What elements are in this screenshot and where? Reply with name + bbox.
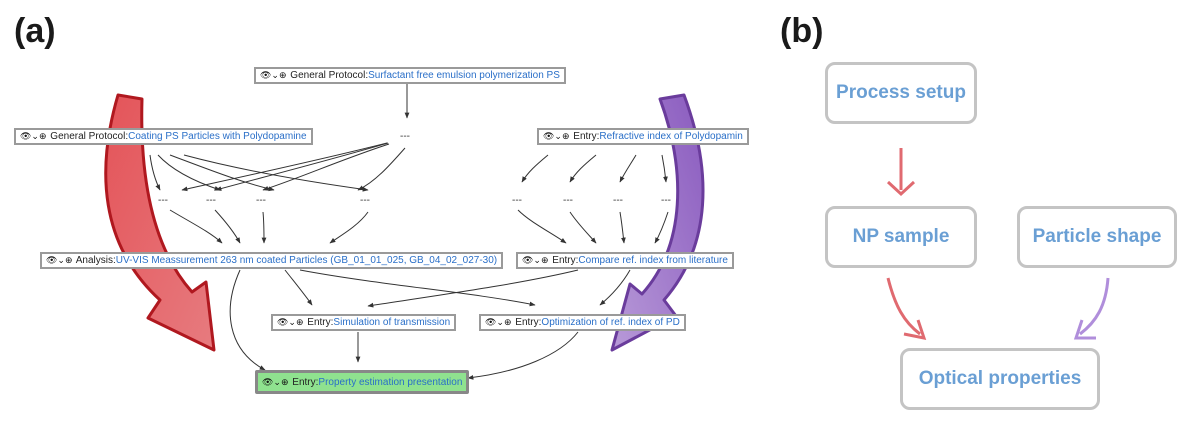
node-action-icons[interactable]: 👁⌄⊕: [262, 377, 289, 387]
node-final-presentation[interactable]: 👁⌄⊕ Entry:Property estimation presentati…: [255, 370, 470, 394]
node-type: General Protocol:: [50, 131, 129, 142]
node-action-icons[interactable]: 👁⌄⊕: [485, 317, 512, 327]
node-compare-entry[interactable]: 👁⌄⊕ Entry:Compare ref. index from litera…: [516, 252, 734, 269]
box-optical-properties: Optical properties: [900, 348, 1100, 410]
node-optimization-entry[interactable]: 👁⌄⊕ Entry:Optimization of ref. index of …: [479, 314, 686, 331]
node-link[interactable]: Simulation of transmission: [333, 317, 451, 328]
panel-a-label: (a): [14, 12, 56, 50]
node-link[interactable]: Surfactant free emulsion polymerization …: [368, 70, 560, 81]
placeholder-node: ---: [158, 195, 168, 206]
node-action-icons[interactable]: 👁⌄⊕: [46, 255, 73, 265]
node-link[interactable]: Refractive index of Polydopamin: [599, 131, 743, 142]
panel-b-arrows: [886, 148, 1110, 340]
placeholder-node: ---: [512, 195, 522, 206]
box-particle-shape: Particle shape: [1017, 206, 1177, 268]
node-coating-protocol[interactable]: 👁⌄⊕ General Protocol:Coating PS Particle…: [14, 128, 313, 145]
placeholder-node: ---: [206, 195, 216, 206]
node-type: Entry:: [573, 131, 600, 142]
node-top-protocol[interactable]: 👁⌄⊕ General Protocol:Surfactant free emu…: [254, 67, 566, 84]
placeholder-node: ---: [613, 195, 623, 206]
node-type: Entry:: [292, 377, 319, 388]
node-link[interactable]: Compare ref. index from literature: [578, 255, 728, 266]
node-action-icons[interactable]: 👁⌄⊕: [277, 317, 304, 327]
node-action-icons[interactable]: 👁⌄⊕: [20, 131, 47, 141]
node-link[interactable]: Optimization of ref. index of PD: [541, 317, 680, 328]
placeholder-node: ---: [400, 131, 410, 142]
node-link[interactable]: Coating PS Particles with Polydopamine: [128, 131, 307, 142]
placeholder-node: ---: [661, 195, 671, 206]
node-type: Entry:: [515, 317, 542, 328]
node-action-icons[interactable]: 👁⌄⊕: [260, 70, 287, 80]
red-flow-arrow: [104, 93, 216, 352]
node-analysis[interactable]: 👁⌄⊕ Analysis:UV-VIS Meassurement 263 nm …: [40, 252, 504, 269]
node-link[interactable]: Property estimation presentation: [318, 377, 463, 388]
placeholder-node: ---: [563, 195, 573, 206]
node-refractive-entry[interactable]: 👁⌄⊕ Entry:Refractive index of Polydopami…: [537, 128, 749, 145]
node-type: General Protocol:: [290, 70, 369, 81]
placeholder-node: ---: [256, 195, 266, 206]
node-action-icons[interactable]: 👁⌄⊕: [522, 255, 549, 265]
node-link[interactable]: UV-VIS Meassurement 263 nm coated Partic…: [115, 255, 498, 266]
placeholder-node: ---: [360, 195, 370, 206]
node-type: Analysis:: [75, 255, 116, 266]
node-type: Entry:: [552, 255, 579, 266]
node-action-icons[interactable]: 👁⌄⊕: [543, 131, 570, 141]
box-np-sample: NP sample: [825, 206, 977, 268]
box-process-setup: Process setup: [825, 62, 977, 124]
connector-lines: [149, 84, 669, 380]
node-type: Entry:: [307, 317, 334, 328]
node-simulation-entry[interactable]: 👁⌄⊕ Entry:Simulation of transmission: [271, 314, 457, 331]
purple-flow-arrow: [610, 93, 705, 352]
panel-b-label: (b): [780, 12, 824, 50]
